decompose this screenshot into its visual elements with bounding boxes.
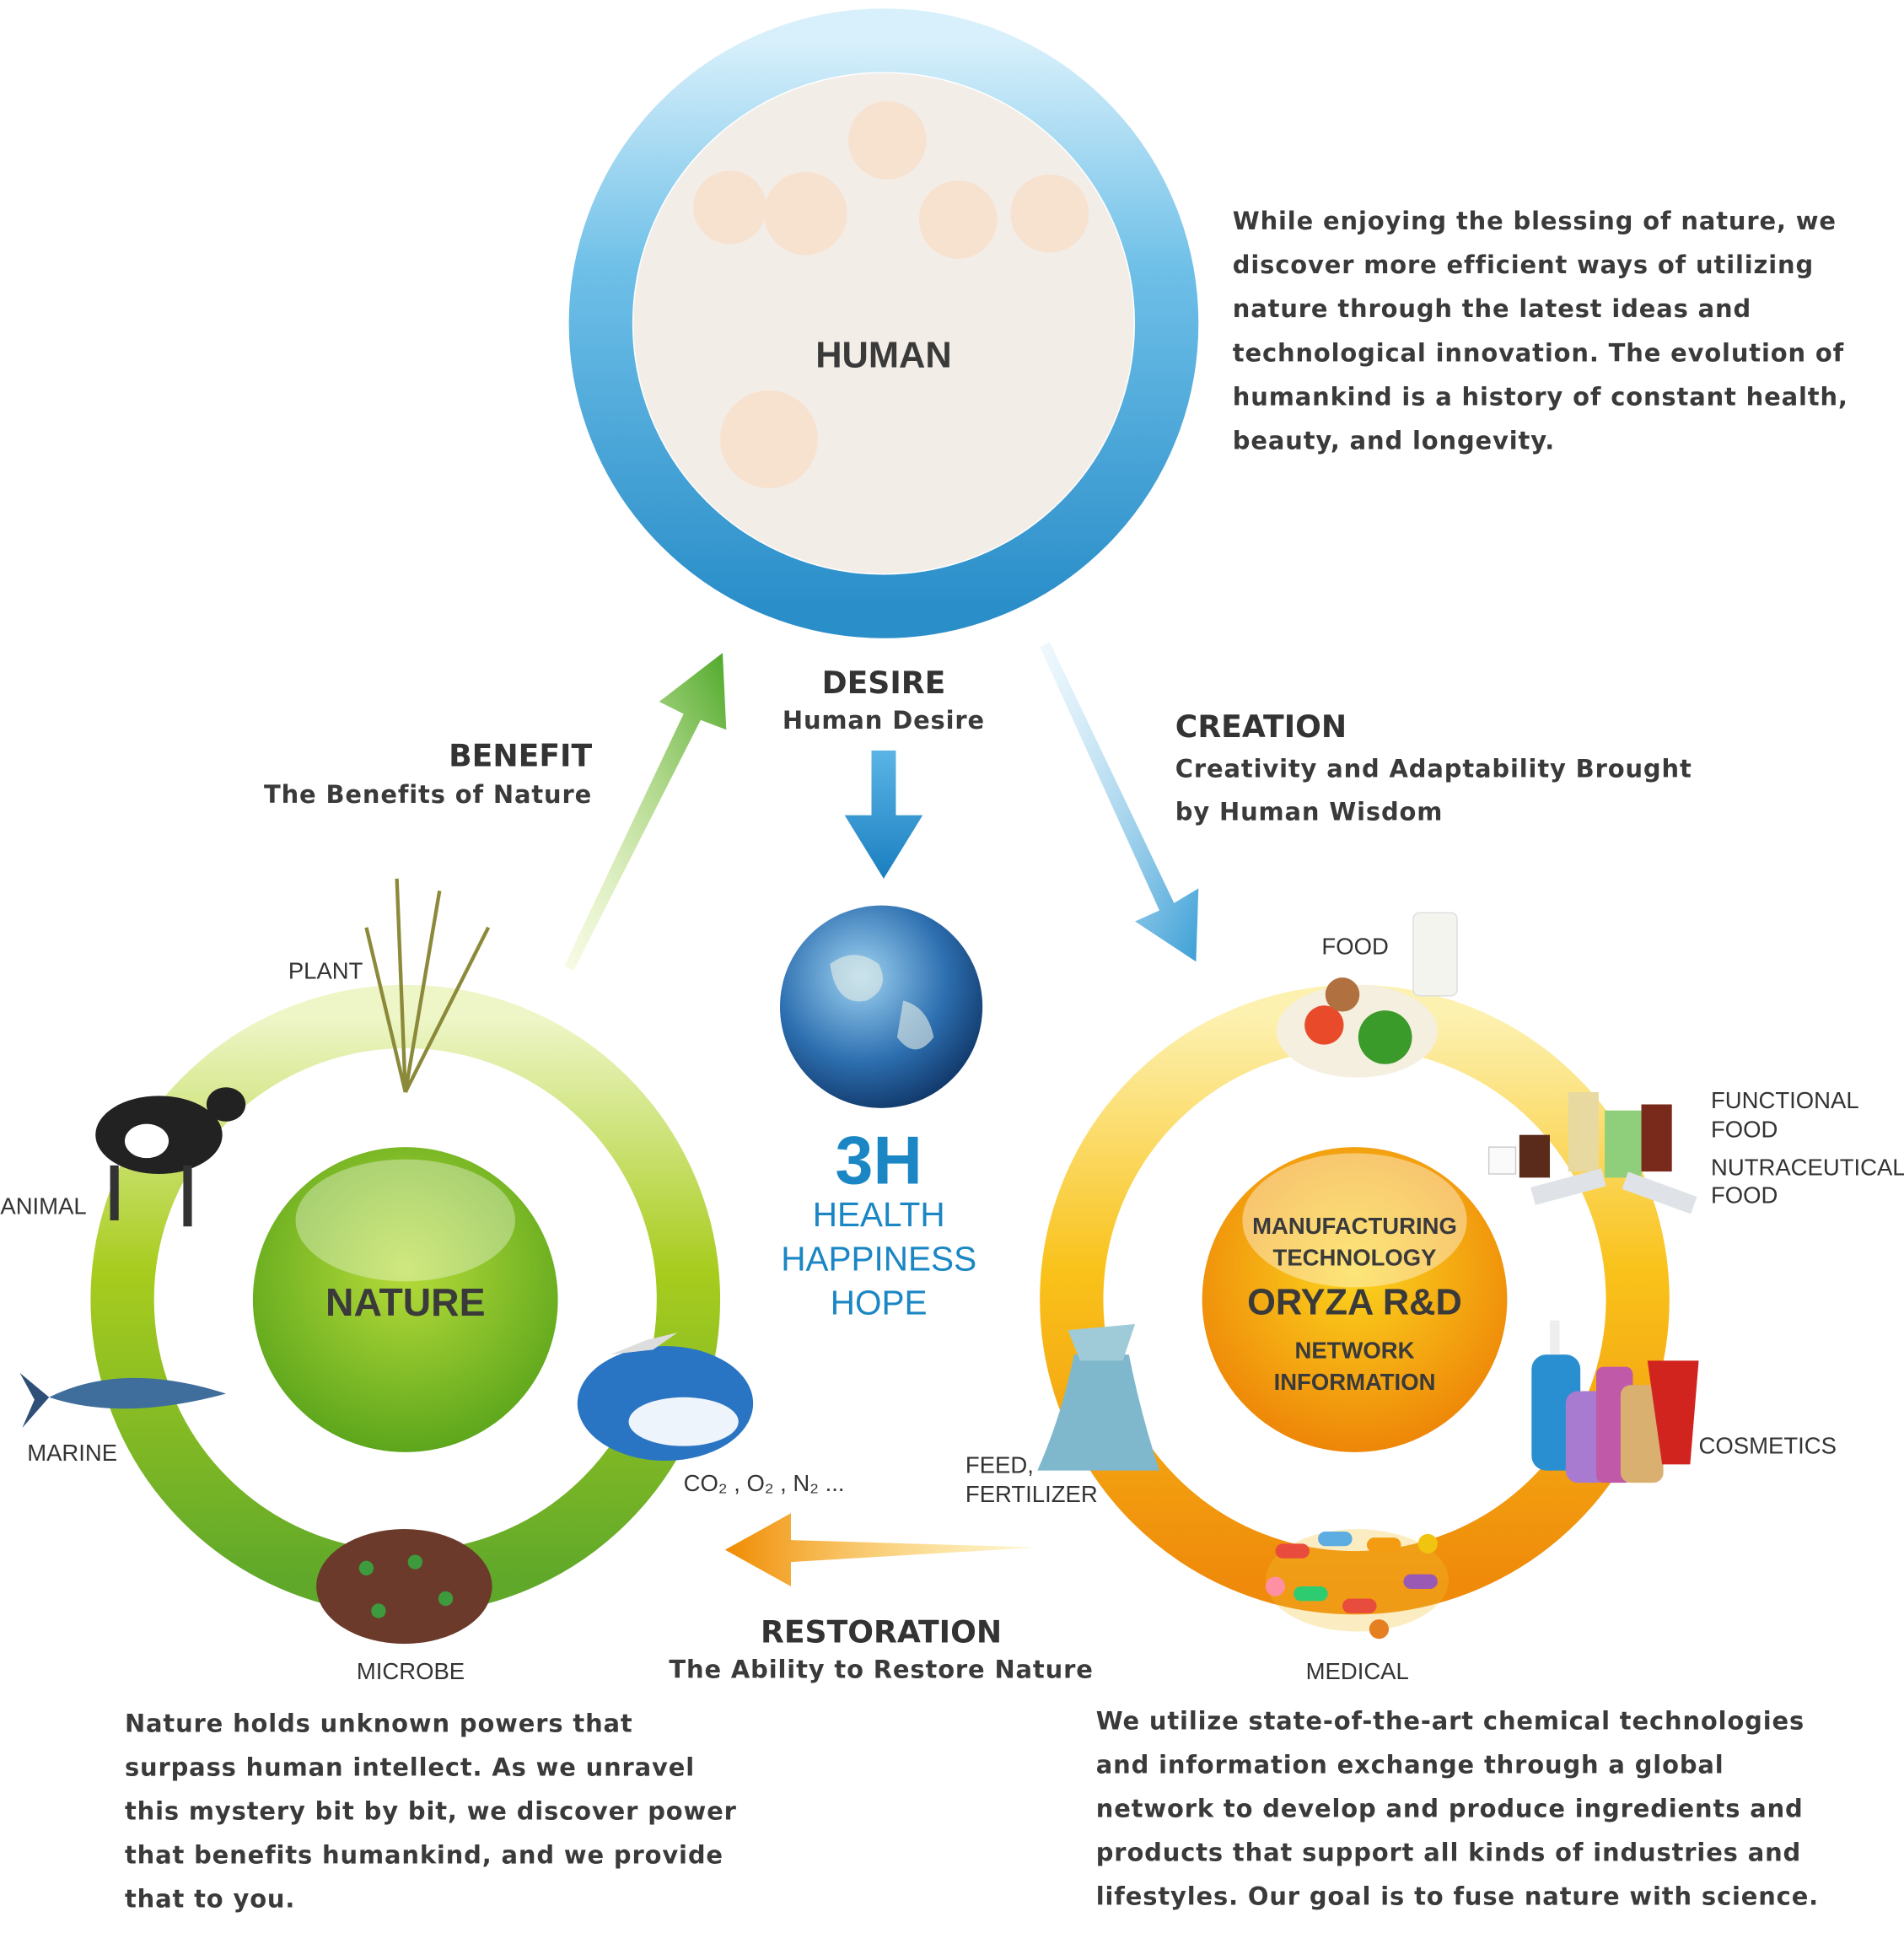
family-photo-figures xyxy=(693,101,1089,488)
oryza-top-line2: TECHNOLOGY xyxy=(1273,1245,1437,1271)
benefit-subtitle: The Benefits of Nature xyxy=(264,780,592,809)
svg-text:Nature holds unknown powers th: Nature holds unknown powers that xyxy=(125,1709,633,1737)
oryza-title: ORYZA R&D xyxy=(1247,1282,1462,1322)
nature-ball xyxy=(252,1147,558,1452)
cosmetics-label: COSMETICS xyxy=(1699,1432,1837,1458)
svg-text:While enjoying the blessing of: While enjoying the blessing of nature, w… xyxy=(1233,207,1837,235)
svg-text:nature through the latest idea: nature through the latest ideas and xyxy=(1233,294,1751,323)
human-description: While enjoying the blessing of nature, w… xyxy=(1233,207,1848,455)
tuna-icon xyxy=(19,1372,227,1428)
oryza-top-line1: MANUFACTURING xyxy=(1252,1213,1457,1239)
nature-label: NATURE xyxy=(325,1280,485,1324)
human-label: HUMAN xyxy=(815,336,952,376)
oryza-bottom-line2: INFORMATION xyxy=(1274,1369,1436,1395)
animal-label: ANIMAL xyxy=(0,1193,86,1220)
nature-description: Nature holds unknown powers that surpass… xyxy=(125,1709,737,1914)
sky-bird-icon xyxy=(577,1333,754,1462)
desire-subtitle: Human Desire xyxy=(783,706,985,735)
marine-label: MARINE xyxy=(27,1440,117,1466)
functional-food-label-line2: FOOD xyxy=(1711,1117,1778,1143)
oryza-bottom-line1: NETWORK xyxy=(1295,1337,1415,1363)
microbe-label: MICROBE xyxy=(357,1658,465,1684)
nature-ball-highlight xyxy=(295,1159,515,1282)
desire-title: DESIRE xyxy=(822,665,946,701)
svg-text:that benefits humankind, and w: that benefits humankind, and we provide xyxy=(125,1841,723,1870)
svg-text:that to you.: that to you. xyxy=(125,1885,295,1914)
3h-title: 3H xyxy=(835,1123,922,1199)
rice-plant-icon xyxy=(364,878,491,1094)
human-circle: HUMAN xyxy=(568,8,1199,638)
svg-text:network to develop and produce: network to develop and produce ingredien… xyxy=(1096,1795,1804,1823)
creation-subtitle-line1: Creativity and Adaptability Brought xyxy=(1175,755,1692,783)
functional-food-label-line1: FUNCTIONAL xyxy=(1711,1087,1859,1113)
food-label: FOOD xyxy=(1321,934,1388,960)
earth-icon xyxy=(779,905,983,1108)
3h-happiness: HAPPINESS xyxy=(781,1239,976,1278)
supplement-bottles-icon xyxy=(1487,1092,1697,1214)
creation-title: CREATION xyxy=(1175,708,1347,745)
svg-text:surpass human intellect. As we: surpass human intellect. As we unravel xyxy=(125,1753,695,1781)
medical-label: MEDICAL xyxy=(1306,1658,1409,1684)
oryza-description: We utilize state-of-the-art chemical tec… xyxy=(1096,1706,1819,1911)
restoration-arrow-icon xyxy=(724,1513,1038,1587)
svg-text:this mystery bit by bit, we di: this mystery bit by bit, we discover pow… xyxy=(125,1796,737,1825)
nutraceutical-food-label-line1: NUTRACEUTICAL xyxy=(1711,1154,1904,1180)
air-label: CO₂ , O₂ , N₂ ... xyxy=(684,1470,845,1496)
desire-arrow-icon xyxy=(844,750,923,879)
nature-cycle: NATURE PLANT ANIMAL MARINE MICROBE CO₂ ,… xyxy=(0,878,845,1684)
food-plate-icon xyxy=(1276,912,1458,1078)
nutraceutical-food-label-line2: FOOD xyxy=(1711,1182,1778,1209)
3h-health: HEALTH xyxy=(813,1195,945,1234)
svg-text:technological innovation. The: technological innovation. The evolution … xyxy=(1233,338,1844,367)
svg-text:and information exchange throu: and information exchange through a globa… xyxy=(1096,1750,1724,1779)
svg-text:We utilize state-of-the-art ch: We utilize state-of-the-art chemical tec… xyxy=(1096,1706,1804,1735)
oryza-cycle: MANUFACTURING TECHNOLOGY ORYZA R&D NETWO… xyxy=(965,912,1904,1684)
human-ring xyxy=(568,8,1199,638)
cow-icon xyxy=(95,1087,246,1227)
feed-label-line1: FEED, xyxy=(965,1451,1034,1478)
oryza-ball xyxy=(1202,1147,1508,1452)
earth-clouds xyxy=(830,955,934,1050)
fertilizer-sack-icon xyxy=(1037,1323,1159,1471)
svg-text:lifestyles. Our goal is to fus: lifestyles. Our goal is to fuse nature w… xyxy=(1096,1882,1819,1911)
feed-label-line2: FERTILIZER xyxy=(965,1481,1098,1507)
svg-text:discover more efficient ways o: discover more efficient ways of utilizin… xyxy=(1233,250,1814,279)
3h-hope: HOPE xyxy=(831,1283,928,1322)
svg-text:products that support all kind: products that support all kinds of indus… xyxy=(1096,1839,1801,1867)
creation-arrow-icon xyxy=(1040,642,1199,962)
cosmetics-bottles-icon xyxy=(1531,1320,1699,1483)
benefit-title: BENEFIT xyxy=(449,738,592,774)
plant-label: PLANT xyxy=(288,957,363,983)
soil-sprouts-icon xyxy=(316,1529,492,1645)
svg-text:beauty, and longevity.: beauty, and longevity. xyxy=(1233,426,1555,455)
creation-subtitle-line2: by Human Wisdom xyxy=(1175,797,1444,826)
oryza-ball-highlight xyxy=(1242,1153,1467,1288)
restoration-title: RESTORATION xyxy=(761,1614,1002,1650)
medical-pills-icon xyxy=(1265,1529,1449,1640)
restoration-subtitle: The Ability to Restore Nature xyxy=(669,1656,1093,1684)
benefit-arrow-icon xyxy=(563,653,727,971)
svg-text:humankind is a history of cons: humankind is a history of constant healt… xyxy=(1233,382,1848,411)
